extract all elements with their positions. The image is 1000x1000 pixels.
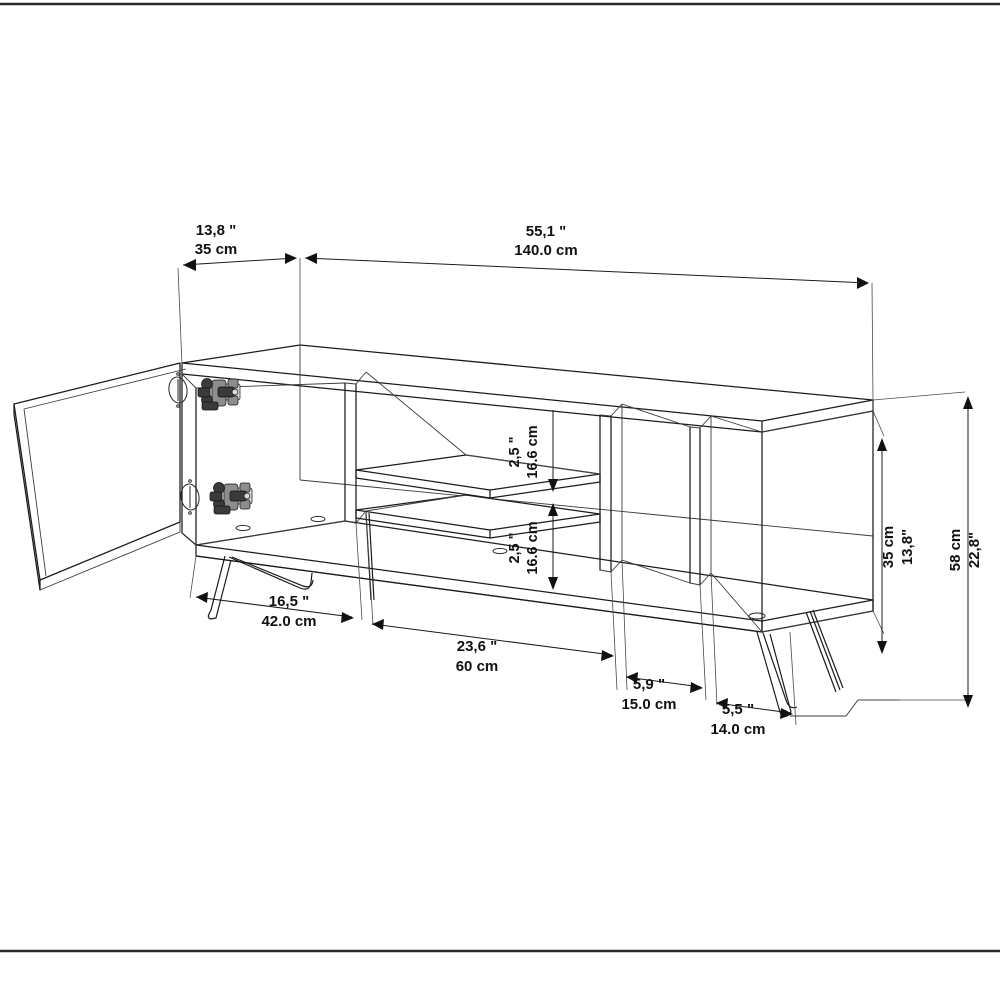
dimension-shelf-upper: 2,5 " 16.6 cm	[465, 410, 601, 492]
dimension-left-bay: 16,5 " 42.0 cm	[189, 522, 363, 630]
top-panel	[181, 344, 874, 433]
hairpin-legs	[207, 512, 900, 718]
dim-height-overall-inches: 22,8"	[966, 532, 983, 568]
dimension-right-bay-outer: 5,5 " 14.0 cm	[710, 572, 797, 738]
frame-rules	[0, 2, 1000, 953]
interior-perspective-lines	[365, 371, 623, 560]
dim-center-bay-inches: 23,6 "	[457, 638, 497, 655]
dim-center-bay-metric: 60 cm	[456, 658, 499, 675]
dim-right-outer-metric: 14.0 cm	[710, 721, 765, 738]
dim-left-bay-inches: 16,5 "	[269, 593, 309, 610]
shelf-upper	[355, 454, 601, 499]
dim-height-body-metric: 35 cm	[880, 526, 897, 569]
dim-depth-inches: 13,8 "	[196, 222, 236, 239]
dimension-right-bay-inner: 5,9 " 15.0 cm	[621, 559, 707, 713]
right-bay-interior	[621, 403, 763, 633]
dimension-width-top: 55,1 " 140.0 cm	[304, 223, 874, 401]
dim-right-outer-inches: 5,5 "	[722, 701, 754, 718]
dim-height-body-inches: 13,8"	[899, 529, 916, 565]
dimension-height-body: 13,8" 35 cm	[872, 410, 916, 654]
dimension-depth-top: 13,8 " 35 cm	[177, 222, 301, 366]
hinge-upper	[197, 378, 241, 411]
dim-height-overall-metric: 58 cm	[947, 529, 964, 572]
dim-width-inches: 55,1 "	[526, 223, 566, 240]
dim-depth-metric: 35 cm	[195, 241, 238, 258]
dim-shelf-upper-metric: 16.6 cm	[525, 425, 541, 478]
cabinet-assembly	[181, 344, 874, 633]
assembly-holes	[235, 515, 766, 620]
dim-shelf-lower-inches: 2,5 "	[507, 532, 523, 563]
left-side-panel	[181, 373, 197, 546]
dim-right-inner-inches: 5,9 "	[633, 676, 665, 693]
dim-width-metric: 140.0 cm	[514, 242, 577, 259]
hinge-lower	[209, 482, 253, 515]
dim-right-inner-metric: 15.0 cm	[621, 696, 676, 713]
dimension-shelf-lower: 2,5 " 16.6 cm	[507, 503, 558, 590]
dim-shelf-upper-inches: 2,5 "	[507, 436, 523, 467]
left-door-open	[13, 362, 187, 591]
shelf-lower	[355, 494, 601, 539]
right-side-panel	[761, 410, 874, 633]
dim-shelf-lower-metric: 16.6 cm	[525, 521, 541, 574]
divider-center-right	[599, 403, 623, 573]
front-rail	[195, 555, 763, 633]
dimension-center-bay: 23,6 " 60 cm	[365, 510, 618, 691]
hinge-cup-holes	[168, 372, 200, 515]
dim-left-bay-metric: 42.0 cm	[261, 613, 316, 630]
divider-right	[689, 415, 712, 586]
divider-left	[344, 371, 367, 524]
leg-back-right	[805, 609, 844, 693]
leg-front-left	[207, 555, 314, 620]
dimension-height-overall: 22,8" 58 cm	[858, 391, 983, 708]
